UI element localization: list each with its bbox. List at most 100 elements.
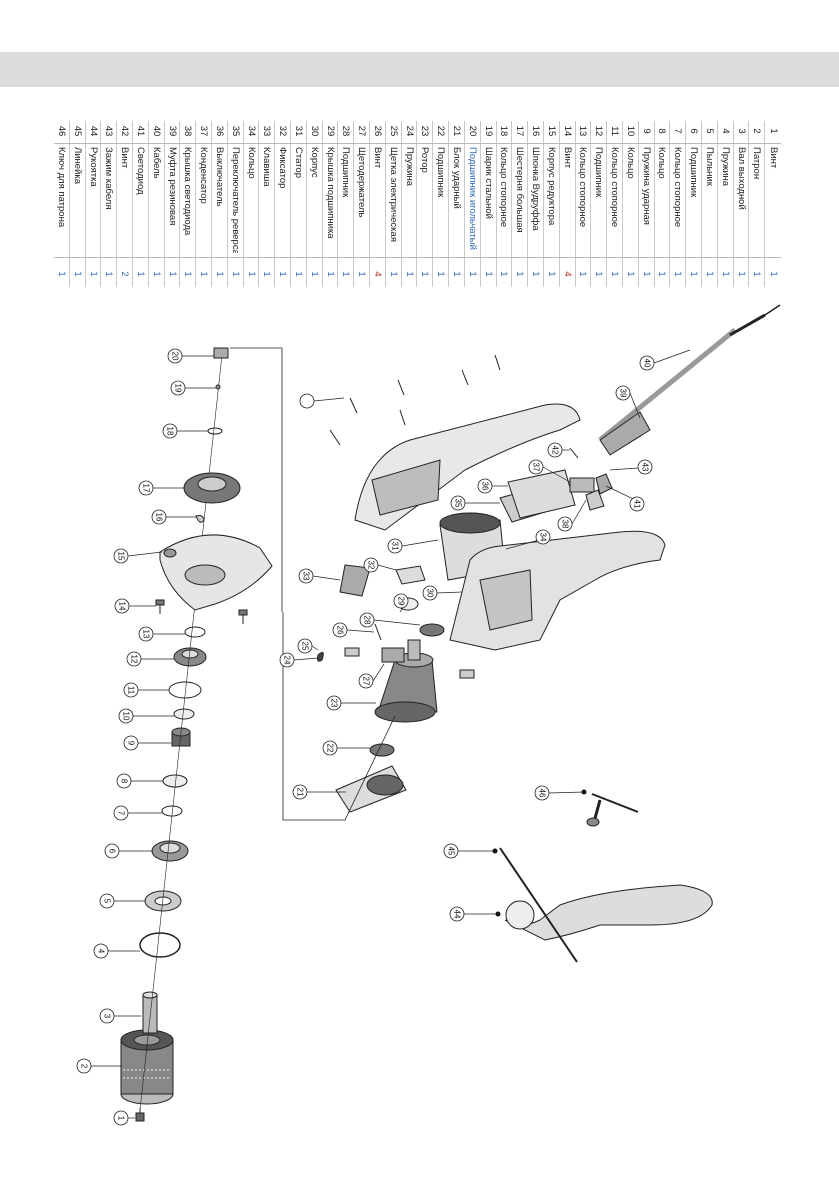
rubber-sleeve-part	[599, 411, 651, 456]
callout-circle	[363, 557, 379, 573]
callout-number: 7	[117, 811, 126, 816]
bearing-12-part	[173, 647, 207, 667]
retaining-ring-13-part	[184, 626, 206, 638]
callout-number: 33	[302, 572, 311, 581]
needle-bearing-part	[213, 347, 229, 359]
callout-number: 19	[174, 384, 183, 393]
callout-circle	[76, 1058, 92, 1074]
callout-number: 23	[330, 699, 339, 708]
callout-circle	[534, 785, 550, 801]
callout-leader-line	[346, 629, 375, 633]
chuck-key-part	[586, 793, 639, 827]
bearing-22-part	[369, 743, 395, 757]
callout-circle	[167, 348, 183, 364]
chuck-part	[120, 1029, 174, 1105]
callout-circle	[123, 735, 139, 751]
side-handle-part	[504, 884, 713, 941]
callout-number: 36	[481, 482, 490, 491]
callout-circle	[99, 893, 115, 909]
gearbox-housing-part	[159, 534, 273, 611]
callout-circle	[449, 906, 465, 922]
callout-number: 8	[120, 779, 129, 784]
callout-number: 34	[539, 533, 548, 542]
callout-circle	[99, 1008, 115, 1024]
callout-circle	[114, 598, 130, 614]
callout-number: 22	[326, 744, 335, 753]
callout-circle	[116, 773, 132, 789]
callout-circle	[326, 695, 342, 711]
callout-leader-line	[293, 657, 319, 661]
callout-circle	[629, 496, 645, 512]
callout-number: 31	[391, 542, 400, 551]
callout-circle	[113, 805, 129, 821]
callout-circle	[162, 423, 178, 439]
callout-circle	[104, 843, 120, 859]
callout-circle	[292, 784, 308, 800]
switch-part	[507, 469, 576, 519]
callout-number: 32	[367, 561, 376, 570]
callout-number: 38	[561, 520, 570, 529]
housing-half-part	[354, 403, 581, 531]
callout-circle	[557, 516, 573, 532]
callout-leader-line	[377, 564, 397, 571]
callout-circle	[358, 673, 374, 689]
callout-circle	[477, 478, 493, 494]
callout-leader-line	[313, 397, 345, 402]
callout-leader-line	[401, 539, 439, 547]
callout-leader-line	[571, 499, 587, 525]
callout-circle	[93, 943, 109, 959]
header-banner	[0, 52, 839, 87]
steel-ball-part	[215, 384, 221, 390]
callout-number: 17	[142, 484, 151, 493]
callout-number: 37	[532, 463, 541, 472]
callout-number: 3	[103, 1014, 112, 1019]
callout-circle	[528, 459, 544, 475]
callout-number: 5	[103, 899, 112, 904]
callout-number: 29	[397, 597, 406, 606]
callout-circle	[113, 1110, 129, 1126]
callout-circle	[443, 843, 459, 859]
callout-dot	[581, 789, 587, 795]
callout-circle	[123, 682, 139, 698]
callout-dot	[492, 848, 498, 854]
callout-dot	[495, 911, 501, 917]
callout-number: 1	[117, 1116, 126, 1121]
output-shaft-part	[142, 991, 158, 1034]
callout-number: 43	[641, 463, 650, 472]
callout-leader-line	[629, 392, 641, 419]
callout-circle	[138, 626, 154, 642]
callout-number: 12	[130, 655, 139, 664]
brush-part	[344, 647, 475, 679]
capacitor-part	[569, 477, 595, 493]
callout-leader-line	[653, 349, 691, 364]
callout-number: 39	[619, 389, 628, 398]
callout-leader-line	[542, 466, 571, 483]
led-part	[595, 473, 613, 495]
callout-circle	[297, 638, 313, 654]
callout-circle	[387, 538, 403, 554]
callout-circle	[422, 585, 438, 601]
callout-number: 9	[127, 741, 136, 746]
rotor-part	[374, 639, 438, 723]
callout-leader-line	[548, 791, 585, 794]
callout-number: 28	[363, 616, 372, 625]
callout-number: 27	[362, 677, 371, 686]
callout-leader-line	[127, 551, 163, 557]
spring-24-part	[317, 651, 324, 662]
led-cover-part	[585, 489, 605, 511]
woodruff-key-part	[195, 515, 205, 523]
callout-circle	[322, 740, 338, 756]
bearing-28-part	[419, 623, 445, 637]
callout-circle	[151, 509, 167, 525]
spring-part	[139, 932, 181, 958]
screw-42-part	[569, 447, 579, 459]
callout-circle	[332, 622, 348, 638]
lock-part	[395, 565, 426, 585]
screw-26b-part	[329, 354, 501, 446]
callout-number: 41	[633, 500, 642, 509]
callout-leader-line	[372, 663, 385, 682]
callout-number: 18	[166, 427, 175, 436]
callout-circle	[639, 355, 655, 371]
brush-holder-part	[381, 647, 405, 663]
